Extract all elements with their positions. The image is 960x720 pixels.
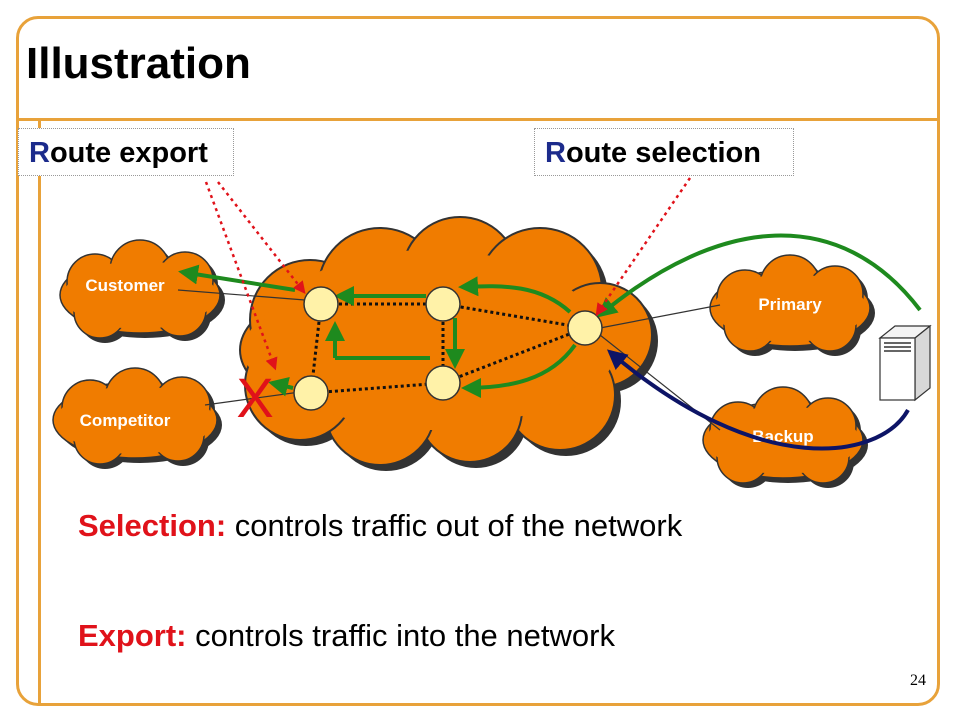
router-node [303, 286, 339, 322]
blocked-x-mark: X [236, 366, 273, 429]
export-keyword: Export: [78, 618, 187, 653]
selection-text: controls traffic out of the network [226, 508, 683, 543]
page-number: 24 [910, 672, 926, 689]
traffic-path [606, 349, 910, 451]
isp-cloud [239, 216, 658, 471]
route-export-label: oute export [49, 137, 208, 169]
export-statement: Export: controls traffic into the networ… [78, 618, 615, 654]
router-node [293, 375, 329, 411]
server-icon [878, 324, 932, 402]
slide-title: Illustration [26, 39, 251, 88]
route-selection-label: oute selection [565, 137, 761, 169]
callout-pointers [204, 177, 692, 371]
primary-label: Primary [758, 295, 822, 314]
customer-cloud: Customer [59, 239, 225, 343]
title-divider [16, 118, 940, 121]
route-export-initial: R [29, 137, 50, 169]
route-selection-callout: Route selection [534, 128, 794, 176]
route-export-callout: Route export [18, 128, 234, 176]
router-node [425, 286, 461, 322]
left-accent-rule [38, 120, 41, 706]
router-node [567, 310, 603, 346]
routers [293, 286, 603, 411]
route-selection-initial: R [545, 137, 566, 169]
customer-label: Customer [85, 276, 165, 295]
primary-cloud: Primary [709, 254, 875, 356]
competitor-label: Competitor [80, 411, 171, 430]
backup-cloud: Backup [702, 386, 868, 488]
selected-routes [178, 233, 922, 398]
export-text: controls traffic into the network [186, 618, 615, 653]
router-node [425, 365, 461, 401]
slide-frame [16, 16, 940, 706]
selection-keyword: Selection: [78, 508, 227, 543]
competitor-cloud: Competitor [52, 367, 222, 469]
selection-statement: Selection: controls traffic out of the n… [78, 508, 682, 544]
